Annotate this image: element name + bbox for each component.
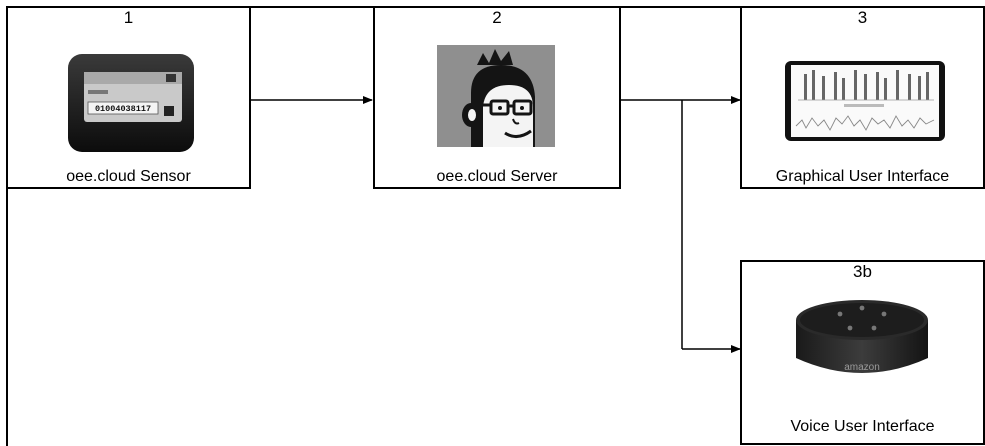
- node-label: Graphical User Interface: [775, 168, 950, 185]
- node-number: 3: [857, 8, 868, 27]
- sensor-serial-text: 01004038117: [95, 104, 151, 114]
- node-label: oee.cloud Server: [436, 168, 558, 185]
- node-label: Voice User Interface: [790, 418, 935, 435]
- echo-dot-speaker-icon: amazon: [796, 300, 928, 373]
- monkey-logo-icon: [437, 45, 555, 147]
- dashboard-tablet-icon: [785, 61, 945, 141]
- node-server: 2 oee.cloud Server: [373, 6, 621, 189]
- amazon-brand-text: amazon: [844, 362, 880, 373]
- sensor-device-icon: 01004038117: [68, 54, 194, 152]
- node-gui: 3 Graphical User Interface: [740, 6, 985, 189]
- node-number: 2: [492, 8, 502, 27]
- node-sensor: 1 01004038117 oee.cloud Sensor: [6, 6, 251, 189]
- node-number: 3b: [853, 262, 872, 281]
- node-voice: 3b amazon Voice User Interface: [740, 260, 985, 445]
- node-label: oee.cloud Sensor: [66, 168, 191, 185]
- node-number: 1: [123, 8, 134, 27]
